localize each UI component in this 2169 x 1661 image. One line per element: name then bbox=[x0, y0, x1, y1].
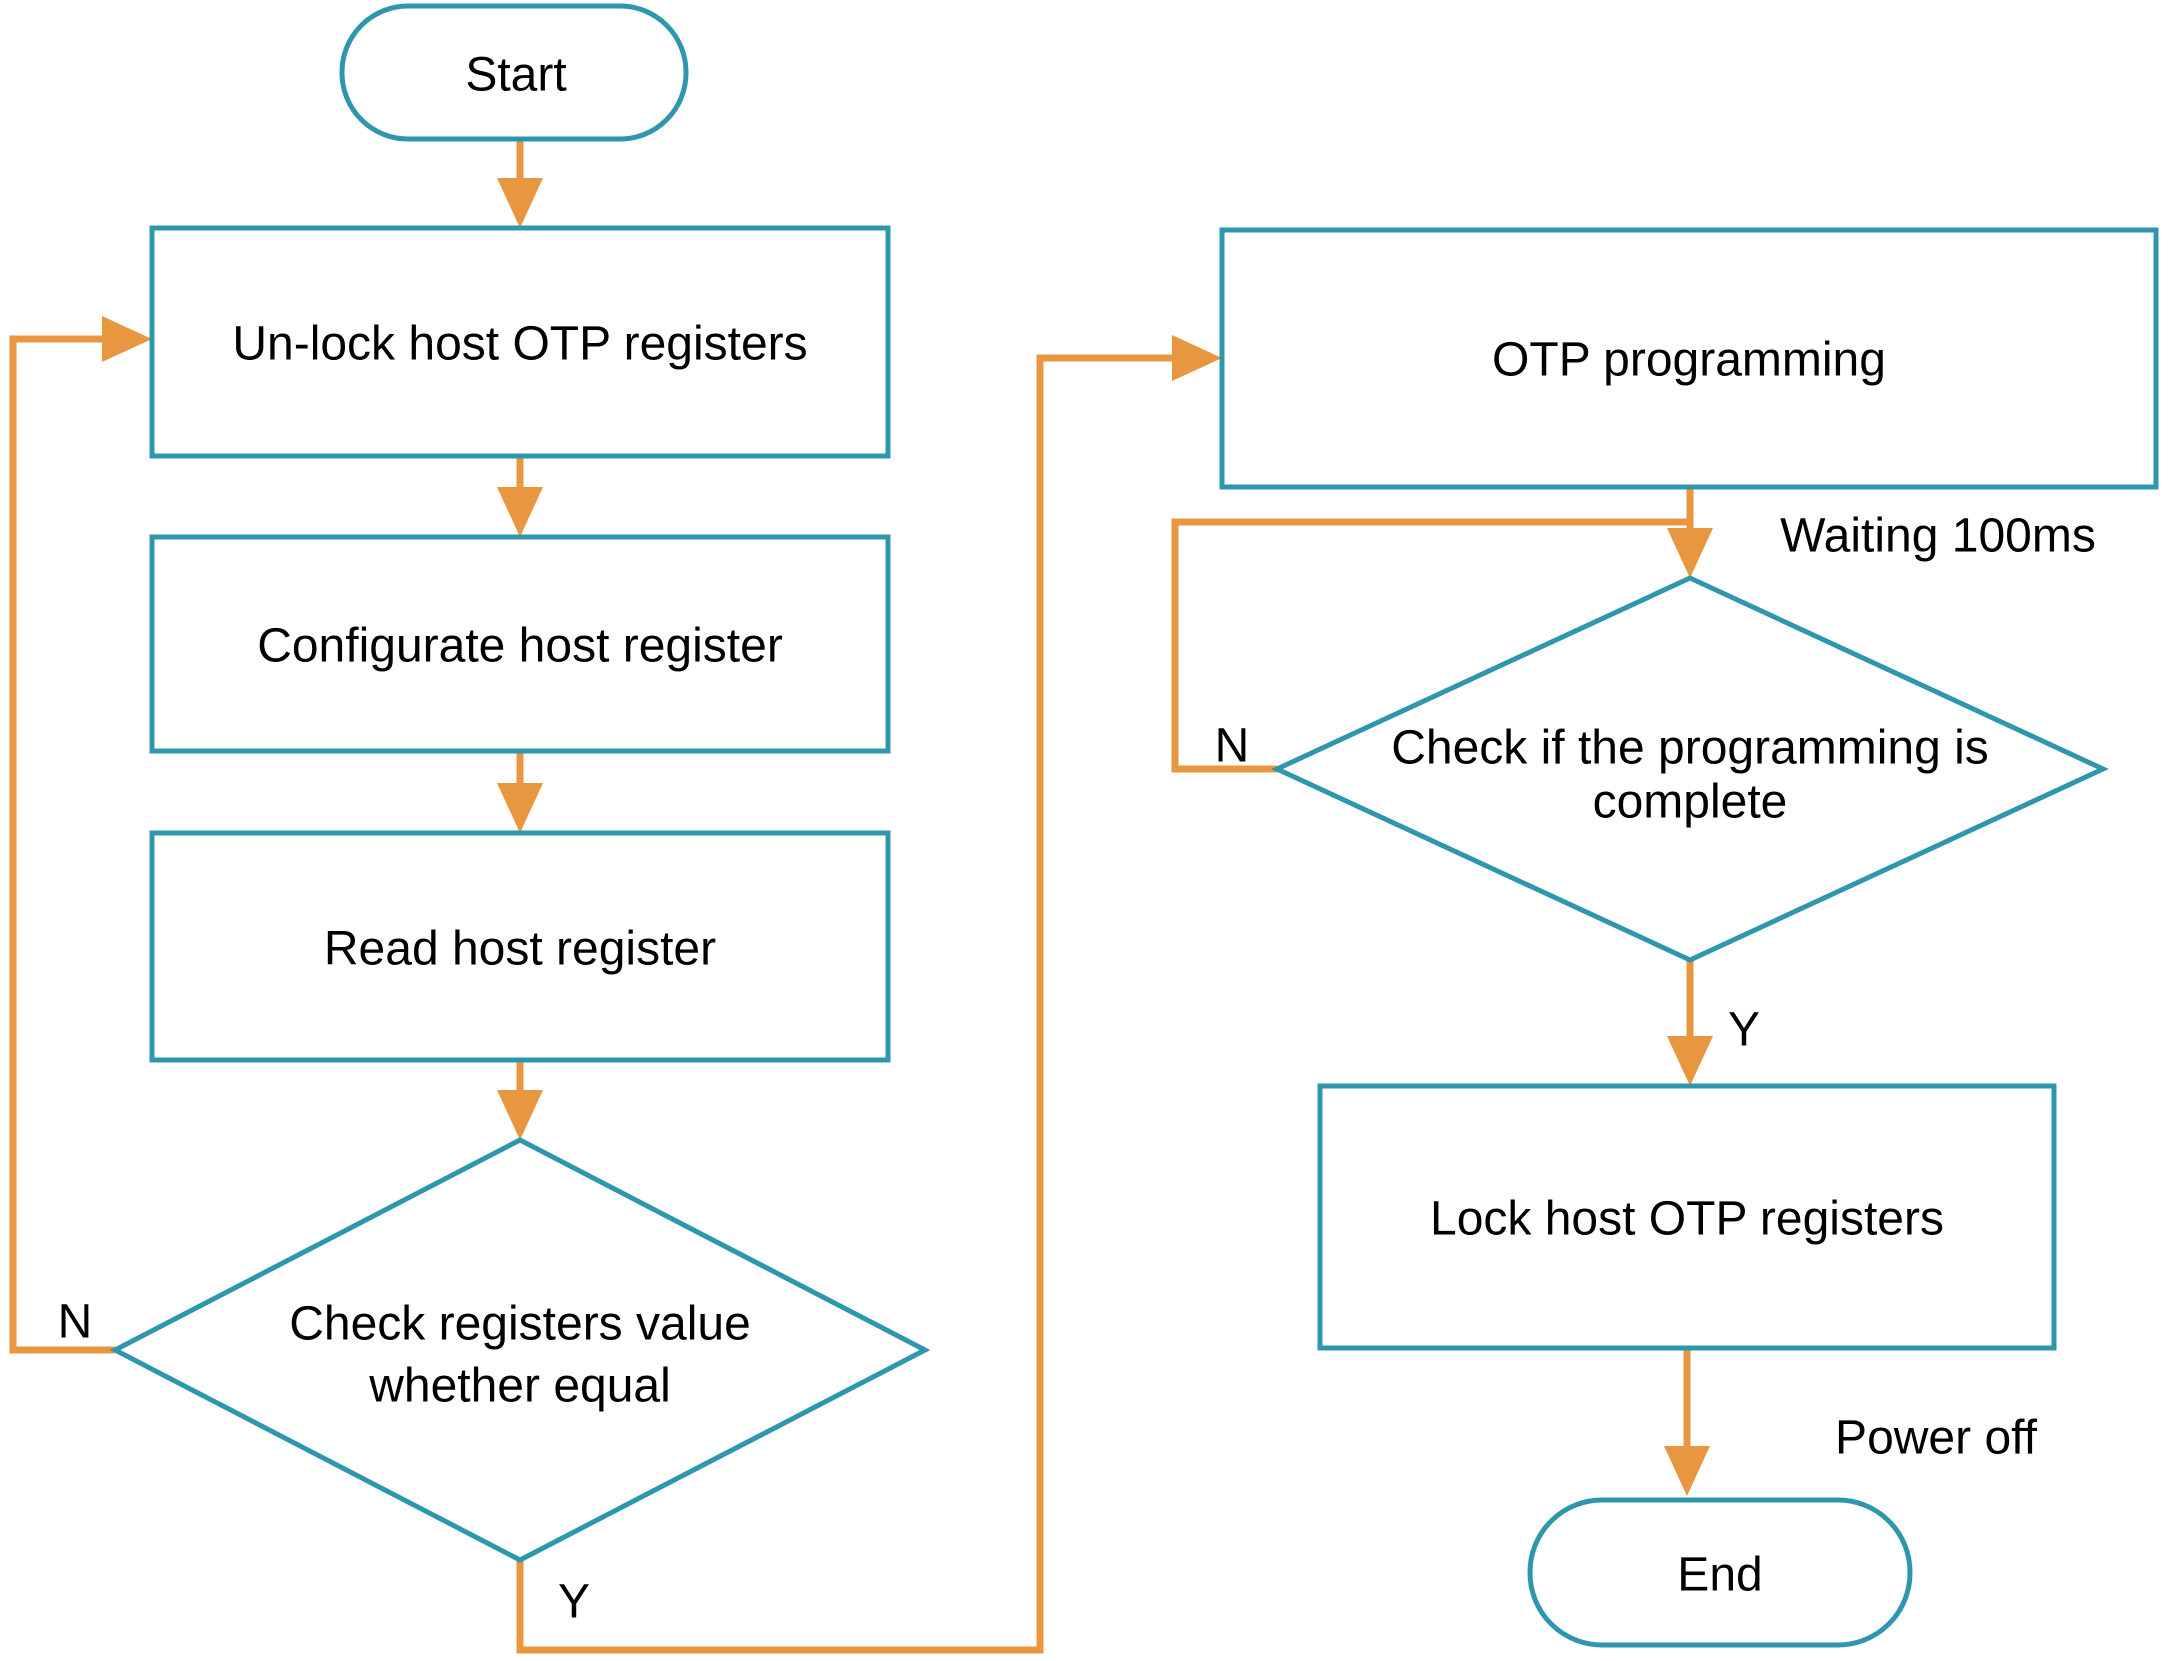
node-end: End bbox=[1527, 1497, 1913, 1648]
edge-check-complete-yes-arrowhead bbox=[1667, 1036, 1713, 1086]
check-complete-decision-shape bbox=[1271, 575, 2109, 963]
edges bbox=[9, 141, 1713, 1654]
check-complete-yes-label: Y bbox=[1728, 1004, 1760, 1057]
edge-check-equal-yes-arrowhead bbox=[1172, 335, 1222, 381]
check-complete-no-label: N bbox=[1215, 720, 1250, 773]
edge-check-equal-no-arrowhead bbox=[102, 316, 152, 362]
check-equal-decision-shape bbox=[109, 1137, 931, 1563]
edge-check-equal-yes bbox=[516, 354, 1172, 1654]
edge-otp-to-check-complete-arrowhead bbox=[1667, 528, 1713, 578]
configurate-process-shape bbox=[149, 534, 891, 754]
check-equal-label-line1: Check registers value bbox=[289, 1298, 751, 1351]
check-complete-label-line2: complete bbox=[1593, 776, 1788, 829]
unlock-label: Un-lock host OTP registers bbox=[232, 318, 807, 371]
node-unlock-host-otp-registers: Un-lock host OTP registers bbox=[149, 225, 891, 459]
otp-programming-label: OTP programming bbox=[1492, 334, 1886, 387]
edge-labels: N Y Waiting 100ms N Y Power off bbox=[58, 510, 2096, 1629]
waiting-100ms-label: Waiting 100ms bbox=[1780, 510, 2096, 563]
check-complete-label-line1: Check if the programming is bbox=[1391, 722, 1989, 775]
lock-label: Lock host OTP registers bbox=[1430, 1193, 1944, 1246]
edge-read-to-check-equal-arrowhead bbox=[497, 1090, 543, 1140]
edge-lock-to-end-arrowhead bbox=[1664, 1446, 1710, 1496]
node-read-host-register: Read host register bbox=[149, 830, 891, 1063]
check-equal-yes-label: Y bbox=[558, 1576, 590, 1629]
edge-configurate-to-read-arrowhead bbox=[497, 783, 543, 833]
start-label: Start bbox=[465, 49, 566, 102]
read-process-shape bbox=[149, 830, 891, 1063]
edge-unlock-to-configurate-arrowhead bbox=[497, 487, 543, 537]
otp-programming-process-shape bbox=[1219, 227, 2159, 490]
edge-start-to-unlock-arrowhead bbox=[497, 178, 543, 228]
node-lock-host-otp-registers: Lock host OTP registers bbox=[1317, 1083, 2057, 1351]
node-check-registers-value: Check registers value whether equal bbox=[109, 1137, 931, 1563]
node-start: Start bbox=[339, 3, 689, 142]
end-terminator-shape bbox=[1527, 1497, 1913, 1648]
edge-check-complete-no-loop bbox=[1171, 518, 1687, 773]
start-terminator-shape bbox=[339, 3, 689, 142]
check-equal-no-label: N bbox=[58, 1296, 93, 1349]
edge-check-equal-no-loop bbox=[9, 335, 115, 1354]
read-label: Read host register bbox=[324, 923, 716, 976]
node-check-programming-complete: Check if the programming is complete bbox=[1271, 575, 2109, 963]
node-otp-programming: OTP programming bbox=[1219, 227, 2159, 490]
node-configurate-host-register: Configurate host register bbox=[149, 534, 891, 754]
power-off-label: Power off bbox=[1835, 1412, 2038, 1465]
configurate-label: Configurate host register bbox=[257, 620, 783, 673]
end-label: End bbox=[1677, 1549, 1762, 1602]
check-equal-label-line2: whether equal bbox=[368, 1360, 671, 1413]
unlock-process-shape bbox=[149, 225, 891, 459]
lock-process-shape bbox=[1317, 1083, 2057, 1351]
